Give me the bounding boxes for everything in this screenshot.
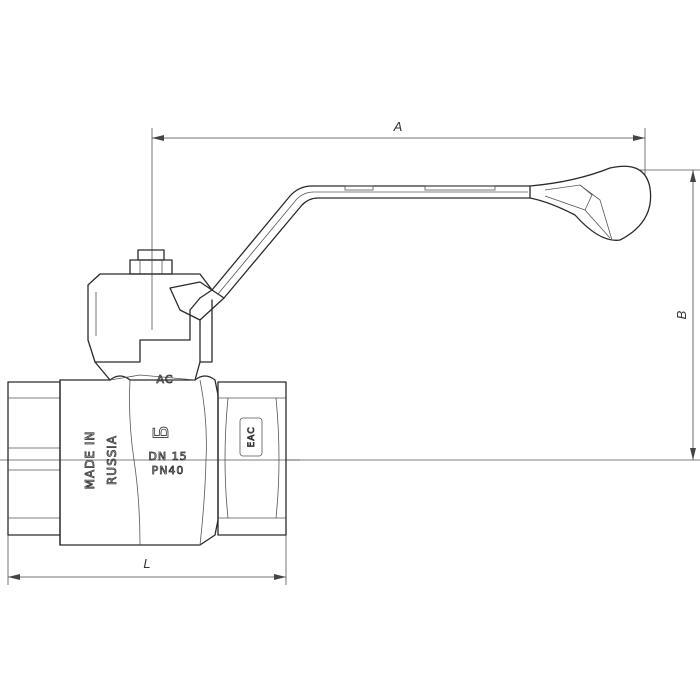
lever-handle [169, 165, 652, 363]
stem-assembly [87, 249, 213, 381]
dimension-b-label: B [674, 310, 689, 319]
made-in-text: MADE IN [83, 431, 97, 490]
dimension-a-label: A [393, 119, 403, 134]
cert-badge [239, 417, 263, 457]
dimension-l-label: L [143, 556, 150, 571]
body-markings: MADE IN RUSSIA AC Б DN 15 PN40 EAC [83, 373, 263, 490]
country-text: RUSSIA [105, 435, 119, 485]
pn-text: PN40 [152, 464, 185, 477]
dimension-a: A [151, 119, 646, 330]
dn-text: DN 15 [148, 450, 187, 463]
valve-body [7, 374, 287, 546]
brand-logo: Б [149, 425, 173, 440]
dimension-b: B [285, 169, 700, 461]
cert-text: EAC [247, 427, 257, 448]
dimension-l: L [7, 530, 287, 585]
top-mark-text: AC [156, 373, 173, 386]
